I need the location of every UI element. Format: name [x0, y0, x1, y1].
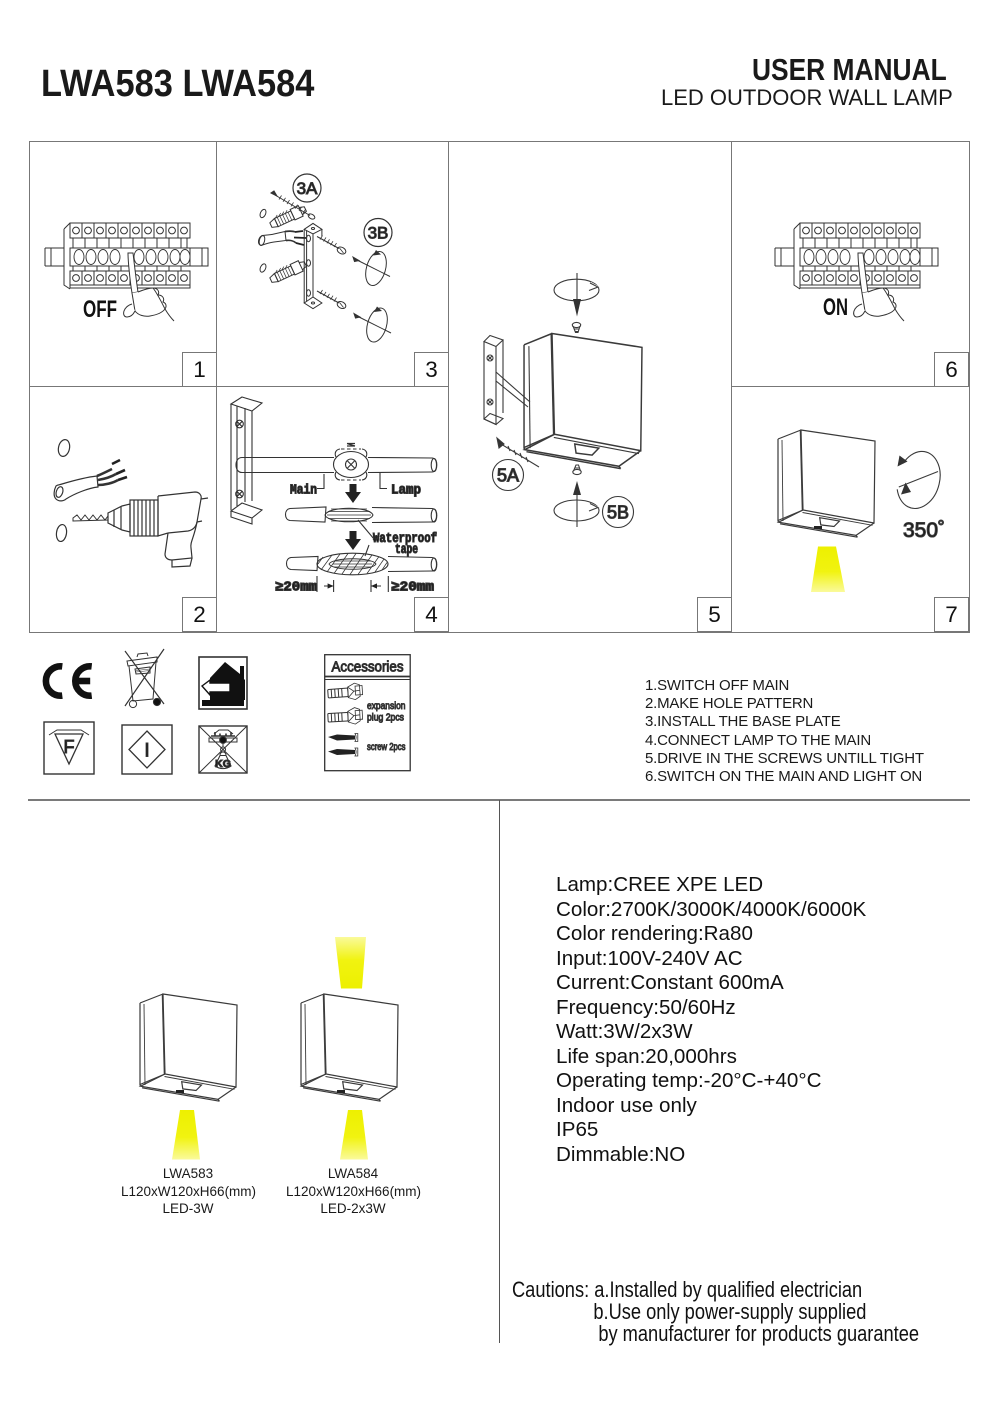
svg-text:KG: KG	[215, 758, 231, 770]
svg-text:Accessories: Accessories	[332, 659, 404, 676]
svg-text:I: I	[144, 741, 149, 762]
svg-text:5A: 5A	[497, 466, 519, 486]
svg-text:≥20mm: ≥20mm	[391, 581, 434, 596]
svg-text:ON: ON	[823, 294, 848, 321]
svg-text:plug 2pcs: plug 2pcs	[367, 712, 404, 724]
svg-text:Lamp: Lamp	[391, 484, 421, 499]
svg-text:≥20mm: ≥20mm	[275, 581, 317, 596]
svg-text:Waterproof: Waterproof	[373, 532, 437, 547]
svg-text:5B: 5B	[607, 503, 629, 523]
svg-text:screw 2pcs: screw 2pcs	[367, 741, 406, 753]
svg-text:350˚: 350˚	[903, 519, 945, 542]
svg-text:F: F	[64, 737, 75, 757]
svg-text:Main: Main	[290, 484, 317, 499]
svg-text:OFF: OFF	[83, 296, 117, 323]
svg-text:3A: 3A	[297, 179, 318, 198]
svg-text:tape: tape	[395, 543, 418, 558]
svg-text:expansion: expansion	[367, 700, 406, 712]
svg-text:3B: 3B	[368, 224, 389, 243]
